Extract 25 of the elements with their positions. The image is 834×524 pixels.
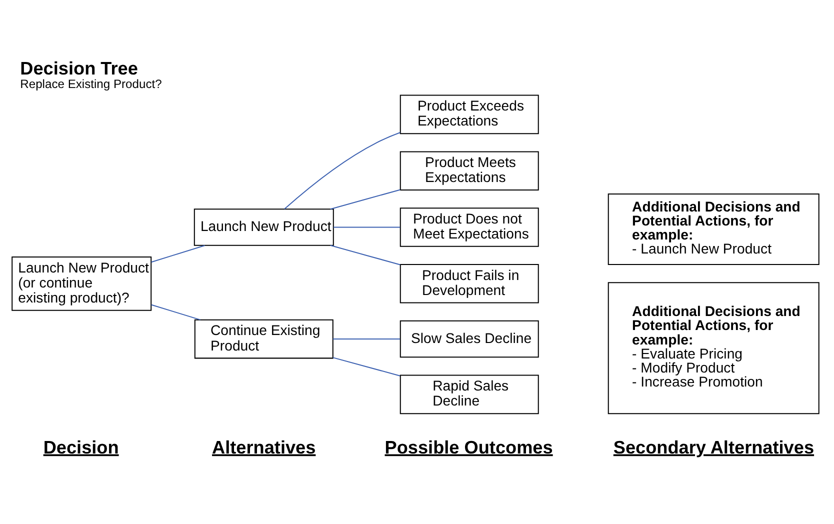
node-box: Product Exceeds Expectations [400, 94, 539, 134]
label: Secondary Alternatives [613, 436, 814, 457]
label: Possible Outcomes [384, 436, 553, 457]
node-box: Rapid Sales Decline [400, 374, 539, 414]
connector [332, 338, 400, 340]
connector [151, 244, 205, 262]
node-box: Continue Existing Product [194, 318, 334, 358]
connector [334, 226, 400, 228]
node-box: Slow Sales Decline [400, 320, 539, 358]
connector [332, 356, 400, 376]
connector [330, 244, 400, 265]
node-box: Product Meets Expectations [400, 150, 539, 190]
node-box: Product Fails in Development [400, 264, 539, 303]
label: Alternatives [212, 436, 316, 457]
connector [330, 188, 400, 210]
node-box: Launch New Product (or continue existing product)? [12, 256, 152, 310]
node-box: Additional Decisions and Potential Actions, for example: - Evaluate Pricing - Modify Product - Increase Promotion [608, 282, 820, 414]
diagram-title: Decision Tree [20, 58, 138, 78]
node-box: Launch New Product [194, 208, 334, 246]
node-box: Additional Decisions and Potential Actions, for example: - Launch New Product [608, 193, 820, 265]
label: Decision [43, 436, 119, 457]
connector [284, 132, 400, 209]
node-box: Product Does not Meet Expectations [400, 207, 539, 246]
caption: Replace Existing Product? [20, 76, 162, 90]
connector [151, 304, 200, 320]
